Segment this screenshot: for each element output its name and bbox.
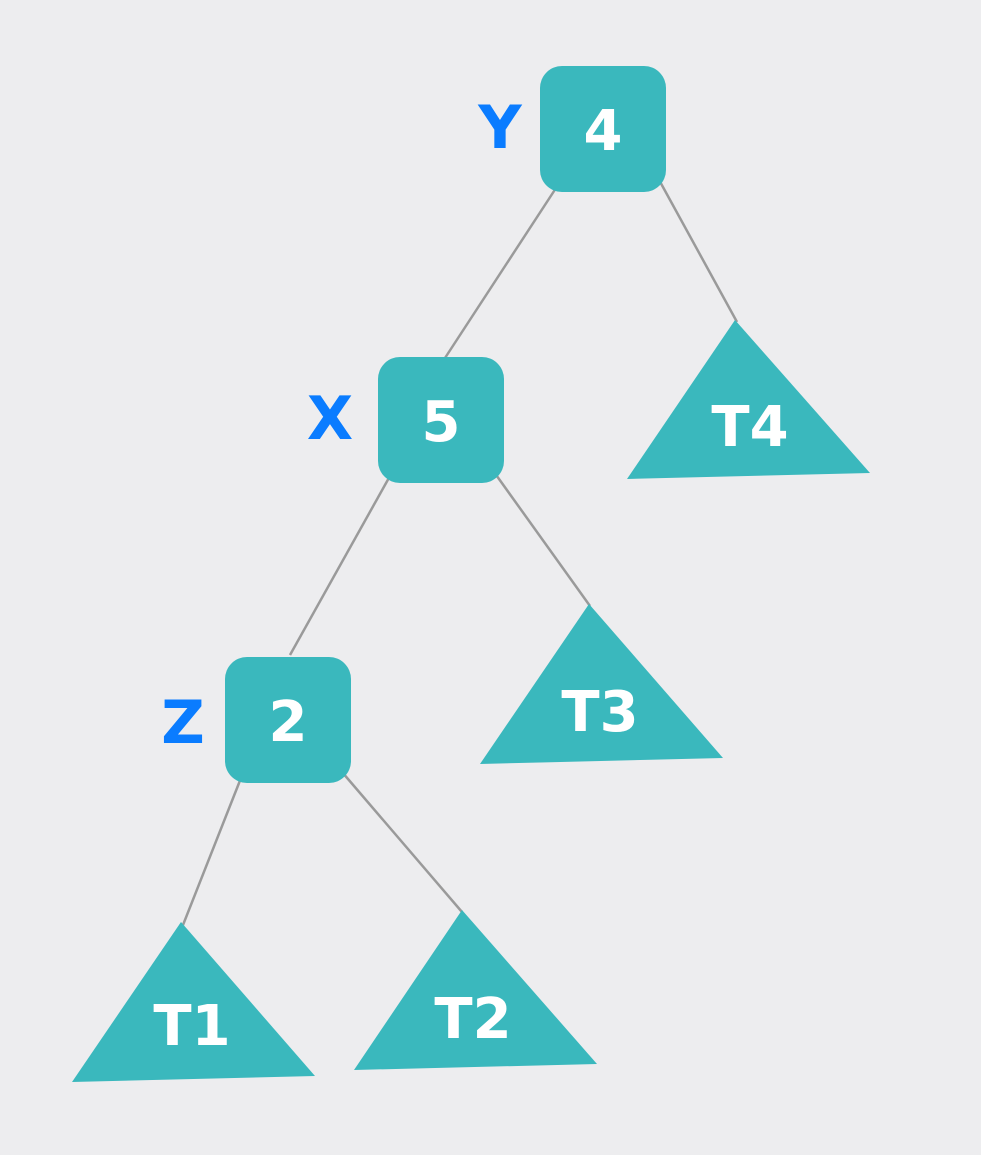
edge-x-z — [288, 475, 392, 656]
node-z-value: 2 — [269, 690, 308, 755]
node-z-tag: Z — [161, 688, 205, 758]
node-x-value: 5 — [422, 390, 461, 455]
edge-y-t4 — [656, 177, 739, 323]
node-x-tag: X — [307, 384, 353, 454]
node-x: 5 X — [307, 357, 504, 483]
node-y: 4 Y — [477, 66, 666, 192]
subtree-t1: T1 — [72, 922, 315, 1082]
subtree-t3-shape — [480, 604, 723, 764]
edge-z-t2 — [341, 771, 463, 913]
subtree-t3: T3 — [480, 604, 723, 764]
edge-x-t3 — [492, 471, 592, 607]
edge-z-t1 — [181, 777, 243, 926]
subtree-t4: T4 — [627, 320, 870, 479]
node-z: 2 Z — [161, 657, 351, 783]
subtree-t2-label: T2 — [434, 987, 511, 1052]
node-x-box — [378, 357, 504, 483]
subtree-t4-label: T4 — [711, 395, 788, 460]
subtree-t1-label: T1 — [153, 994, 230, 1059]
subtree-t4-shape — [627, 320, 870, 479]
subtree-t3-label: T3 — [561, 680, 638, 745]
subtree-t2-shape — [354, 910, 597, 1070]
node-y-value: 4 — [584, 99, 623, 164]
node-y-box — [540, 66, 666, 192]
edge-y-x — [443, 184, 560, 359]
subtree-t2: T2 — [354, 910, 597, 1070]
node-z-box — [225, 657, 351, 783]
subtree-t1-shape — [72, 922, 315, 1082]
node-y-tag: Y — [477, 93, 523, 163]
